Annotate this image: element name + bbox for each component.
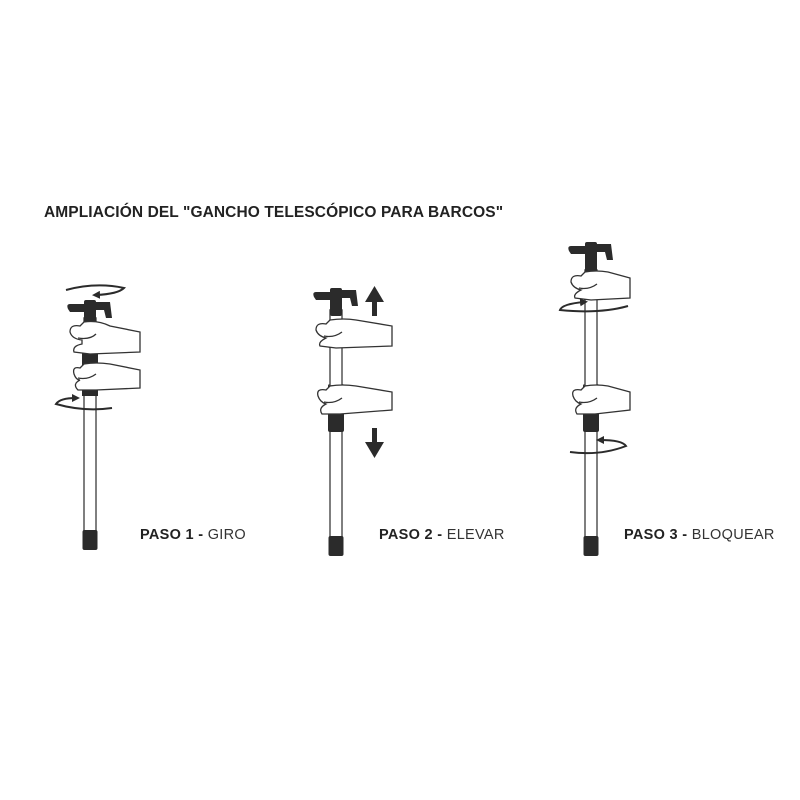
step-1-illustration xyxy=(54,284,141,550)
step-2-lower-hand xyxy=(317,384,393,415)
diagram-title: AMPLIACIÓN DEL "GANCHO TELESCÓPICO PARA … xyxy=(44,204,504,221)
step-1-hook-icon xyxy=(67,300,112,326)
step-1-number: PASO 1 - xyxy=(140,527,204,543)
step-3-label: PASO 3 - BLOQUEAR xyxy=(624,527,775,543)
step-1-rotate-top-arrow xyxy=(65,284,127,299)
step-2-label: PASO 2 - ELEVAR xyxy=(379,527,505,543)
step-3-upper-hand xyxy=(570,270,631,301)
step-1-collar xyxy=(82,386,98,396)
step-3-rotate-bottom-arrow xyxy=(569,436,628,455)
step-3-rotate-top-arrow xyxy=(558,298,629,313)
step-2-number: PASO 2 - xyxy=(379,527,443,543)
step-2-upper-hand xyxy=(315,318,393,349)
step-2-name: ELEVAR xyxy=(446,527,505,543)
step-1-upper-hand xyxy=(69,320,141,355)
step-1-foot-cap xyxy=(82,530,98,550)
step-3-illustration xyxy=(558,242,631,556)
step-3-name: BLOQUEAR xyxy=(691,527,775,543)
step-2-up-arrow-icon xyxy=(365,286,384,316)
step-2-foot-cap xyxy=(328,536,344,556)
step-1-lower-tube xyxy=(83,391,97,539)
step-2-illustration xyxy=(313,286,393,556)
step-3-number: PASO 3 - xyxy=(624,527,688,543)
step-1-name: GIRO xyxy=(207,527,246,543)
step-3-lower-hand xyxy=(572,384,631,415)
step-1-rotate-bottom-arrow xyxy=(54,394,113,411)
step-3-hook-icon xyxy=(568,242,613,276)
step-1-label: PASO 1 - GIRO xyxy=(140,527,246,543)
step-3-foot-cap xyxy=(583,536,599,556)
step-2-hook-icon xyxy=(313,288,358,316)
step-3-lower-tube xyxy=(584,425,598,539)
step-2-down-arrow-icon xyxy=(365,428,384,458)
step-1-lower-hand xyxy=(72,362,141,391)
step-2-lower-tube xyxy=(329,425,343,539)
